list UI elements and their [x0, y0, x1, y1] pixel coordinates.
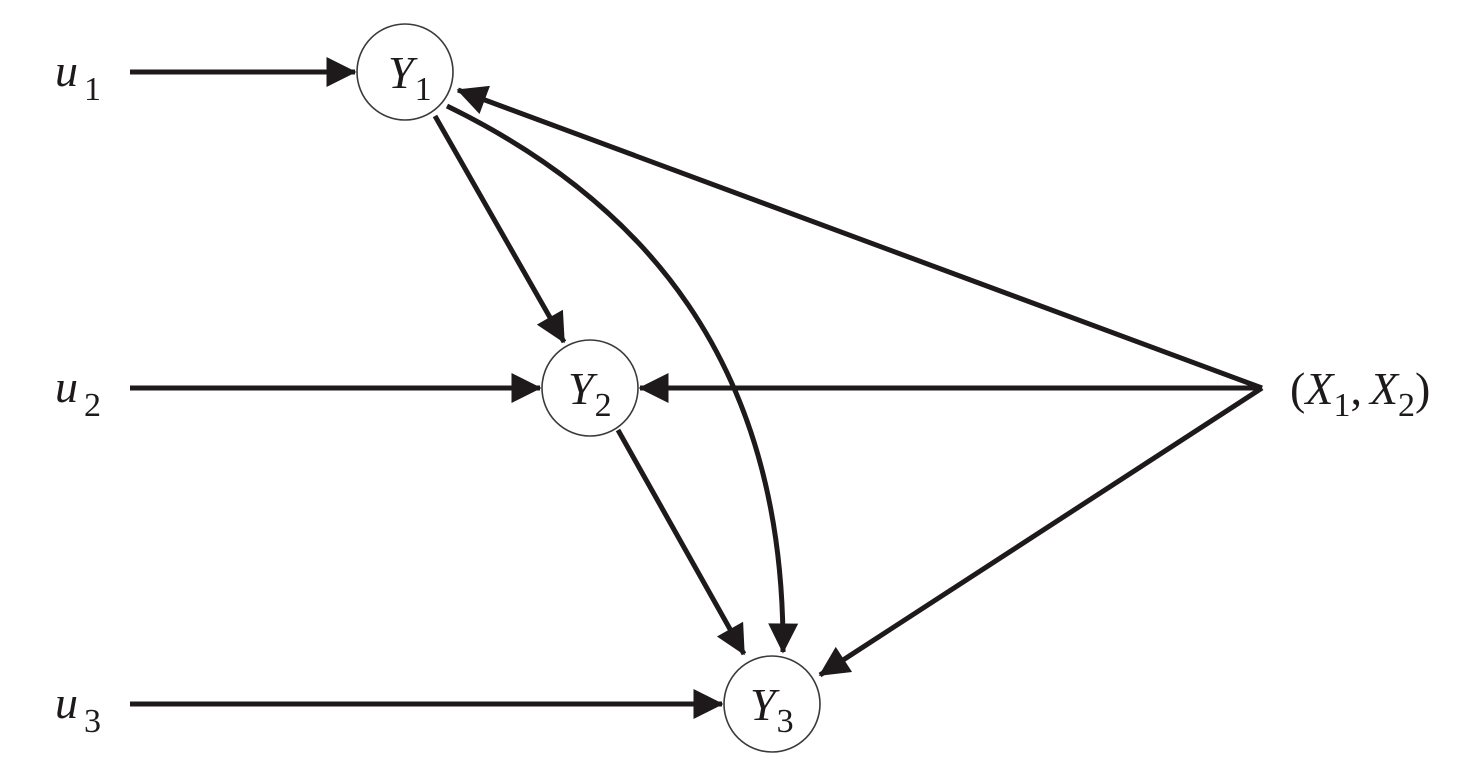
- node-y1-circle: [356, 23, 454, 121]
- edge-y1-to-y2: [432, 114, 567, 344]
- node-y2-label: Y2: [568, 363, 612, 424]
- node-y2-circle: [541, 339, 639, 437]
- node-y3-circle: [723, 655, 821, 753]
- exogenous-x-label: (X1,X2): [1290, 363, 1430, 424]
- edge-x-to-y3: [818, 385, 1264, 678]
- edge-x-to-y1: [456, 85, 1263, 391]
- edge-y2-to-y3: [615, 428, 747, 656]
- node-y3-label: Y3: [750, 679, 794, 740]
- node-y1: Y1: [356, 23, 454, 121]
- edges-group: [130, 57, 1264, 719]
- edge-y1-to-y3-curved: [445, 103, 799, 654]
- node-y1-label: Y1: [388, 47, 432, 108]
- node-y3: Y3: [723, 655, 821, 753]
- node-y2: Y2: [541, 339, 639, 437]
